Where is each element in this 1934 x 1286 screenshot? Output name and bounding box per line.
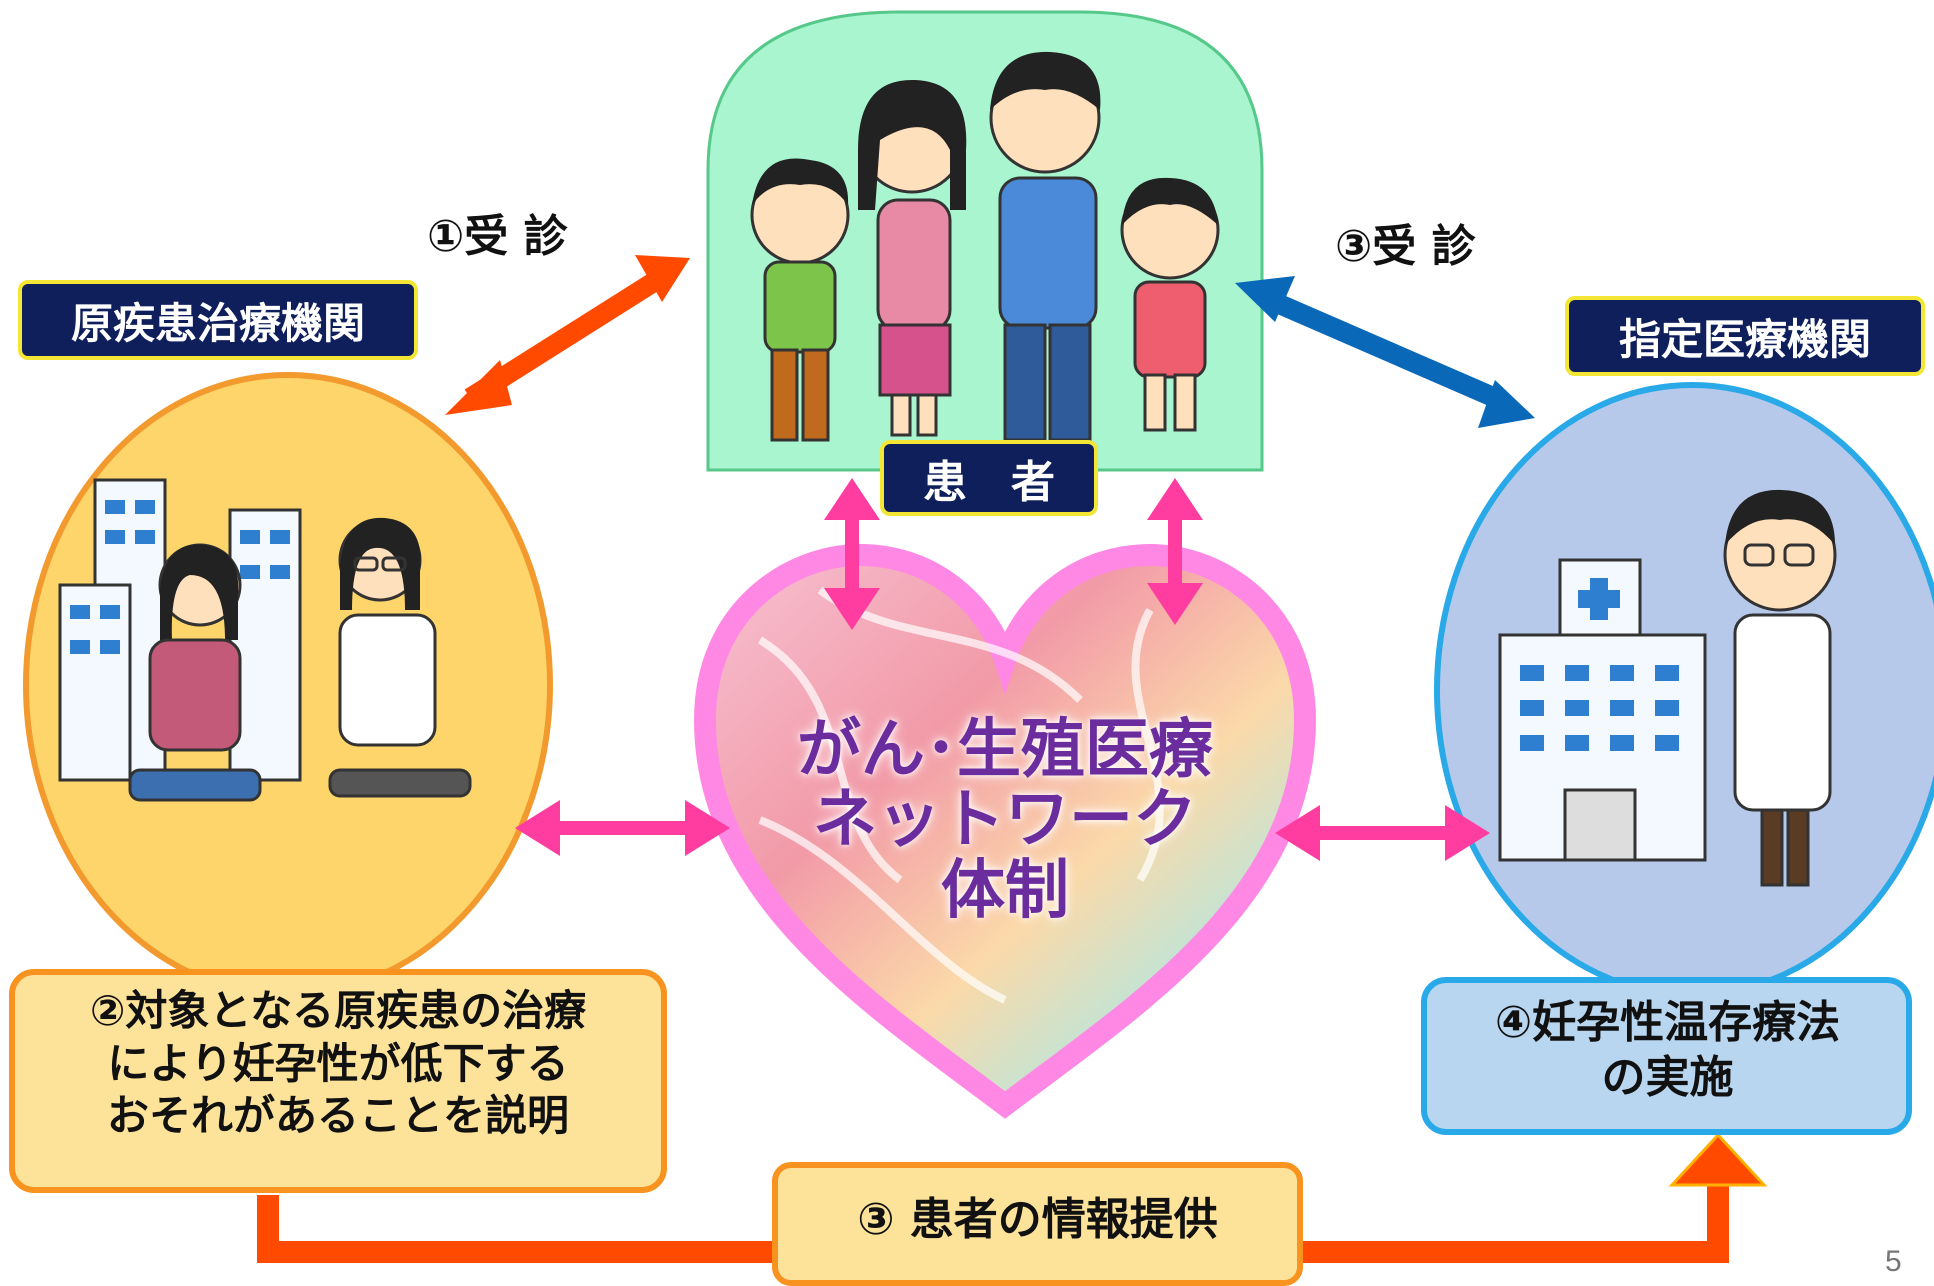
- step4-box: [1421, 977, 1912, 1135]
- network-title: がん･生殖医療 ネットワーク 体制: [720, 713, 1290, 928]
- step4-line-1: ④妊孕性温存療法: [1494, 997, 1841, 1048]
- step3-bottom-text: ③ 患者の情報提供: [857, 1194, 1218, 1245]
- step2-line-3: おそれがあることを説明: [106, 1091, 569, 1140]
- step2-text: ②対象となる原疾患の治療 により妊孕性が低下する おそれがあることを説明: [20, 985, 656, 1143]
- step2-line-1: ②対象となる原疾患の治療: [89, 986, 587, 1035]
- pink-arrow-left: [515, 800, 730, 856]
- patient-label: 患 者: [880, 440, 1098, 516]
- pink-arrow-up-left: [824, 478, 880, 630]
- page-number: 5: [1885, 1245, 1902, 1278]
- step2-box: [9, 969, 667, 1193]
- network-title-line-2: ネットワーク: [813, 783, 1197, 858]
- hospital-doctor-illustration: [1498, 489, 1837, 887]
- step4-line-2: の実施: [1601, 1052, 1734, 1103]
- pink-arrow-right: [1275, 805, 1490, 861]
- step4-text: ④妊孕性温存療法 の実施: [1430, 995, 1905, 1105]
- left-institution-label: 原疾患治療機関: [18, 280, 418, 360]
- pink-arrow-up-right: [1147, 478, 1203, 625]
- step1-label: ①受 診: [427, 211, 568, 262]
- network-heart: [693, 543, 1317, 1119]
- patient-panel: [706, 10, 1264, 472]
- patient-doctor-consultation-illustration: [58, 478, 472, 802]
- network-title-line-1: がん･生殖医療: [797, 713, 1213, 787]
- step3-top-label: ③受 診: [1335, 221, 1476, 272]
- family-illustration: [750, 51, 1220, 442]
- right-institution-label: 指定医療機関: [1565, 296, 1925, 376]
- network-title-line-3: 体制: [941, 853, 1069, 928]
- step2-line-2: により妊孕性が低下する: [107, 1038, 569, 1088]
- step3-info-box: [772, 1162, 1303, 1286]
- orange-double-arrow: [445, 255, 690, 415]
- blue-double-arrow: [1235, 276, 1535, 428]
